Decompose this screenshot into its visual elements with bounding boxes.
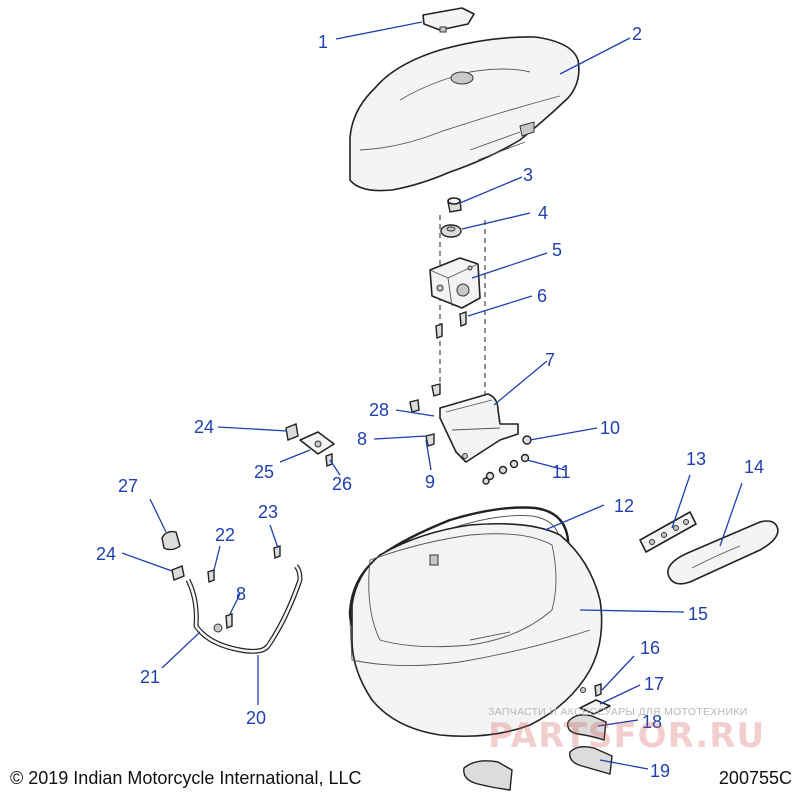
part-10-nut bbox=[522, 435, 532, 445]
callout-28: 28 bbox=[369, 400, 389, 420]
part-24-bolt-top bbox=[285, 423, 299, 441]
callout-24-top: 24 bbox=[194, 417, 214, 437]
callout-14: 14 bbox=[744, 457, 764, 477]
callout-13: 13 bbox=[686, 449, 706, 469]
callout-21: 21 bbox=[140, 667, 160, 687]
part-28-fastener bbox=[409, 383, 441, 413]
callout-7: 7 bbox=[545, 350, 555, 370]
part-14-emblem bbox=[667, 520, 779, 585]
callout-17: 17 bbox=[644, 674, 664, 694]
part-4-grommet bbox=[440, 224, 462, 238]
callout-labels: 1 2 3 4 5 6 7 28 8 9 10 11 12 13 14 15 1… bbox=[96, 24, 764, 781]
callout-5: 5 bbox=[552, 240, 562, 260]
callout-18: 18 bbox=[642, 712, 662, 732]
part-6-screw bbox=[435, 311, 467, 340]
callout-10: 10 bbox=[600, 418, 620, 438]
callout-4: 4 bbox=[538, 203, 548, 223]
drawing-number: 200755C bbox=[718, 768, 792, 788]
part-22-screw bbox=[207, 569, 215, 583]
callout-19: 19 bbox=[650, 761, 670, 781]
part-11-nuts bbox=[482, 453, 530, 485]
part-19-bumper bbox=[569, 745, 613, 775]
callout-12: 12 bbox=[614, 496, 634, 516]
callout-27: 27 bbox=[118, 476, 138, 496]
watermark: ЗАПЧАСТИ И АКСЕССУАРЫ ДЛЯ МОТОТЕХНИКИ PA… bbox=[488, 706, 788, 756]
part-23-screw bbox=[273, 545, 281, 559]
part-13-plate bbox=[639, 511, 697, 553]
callout-24-lower: 24 bbox=[96, 544, 116, 564]
callout-3: 3 bbox=[523, 165, 533, 185]
part-8-fastener bbox=[425, 433, 435, 447]
part-5-latch bbox=[429, 257, 481, 309]
callout-8-lower: 8 bbox=[236, 584, 246, 604]
copyright-text: © 2019 Indian Motorcycle International, … bbox=[10, 768, 362, 788]
callout-11: 11 bbox=[552, 462, 571, 482]
part-20-rail bbox=[185, 564, 303, 654]
part-25-bracket bbox=[299, 431, 335, 455]
callout-9: 9 bbox=[425, 472, 435, 492]
callout-15: 15 bbox=[688, 604, 708, 624]
callout-6: 6 bbox=[537, 286, 547, 306]
part-26-screw bbox=[325, 453, 333, 467]
part-bumper-lower bbox=[463, 760, 513, 791]
part-7-bracket bbox=[439, 393, 519, 463]
callout-16: 16 bbox=[640, 638, 660, 658]
callout-20: 20 bbox=[246, 708, 266, 728]
part-8-bolt-lower bbox=[225, 613, 233, 630]
part-18-bumper bbox=[567, 714, 607, 741]
part-2-lid bbox=[349, 36, 580, 192]
callout-23: 23 bbox=[258, 502, 278, 522]
callout-26: 26 bbox=[332, 474, 352, 494]
callout-2: 2 bbox=[632, 24, 642, 44]
leader-lines bbox=[121, 21, 743, 770]
callout-8-top: 8 bbox=[357, 429, 367, 449]
watermark-tagline: ЗАПЧАСТИ И АКСЕССУАРЫ ДЛЯ МОТОТЕХНИКИ bbox=[488, 706, 748, 718]
part-1-cap bbox=[422, 7, 475, 33]
part-27-mount bbox=[161, 530, 181, 551]
watermark-logo: PARTSFOR.RU bbox=[488, 716, 766, 756]
callout-1: 1 bbox=[318, 32, 328, 52]
part-16-screw bbox=[594, 683, 602, 697]
part-15-saddlebag bbox=[349, 522, 603, 737]
part-24-bolt-lower bbox=[171, 565, 185, 581]
callout-25: 25 bbox=[254, 462, 274, 482]
callout-22: 22 bbox=[215, 525, 235, 545]
part-3-knob bbox=[447, 197, 462, 213]
